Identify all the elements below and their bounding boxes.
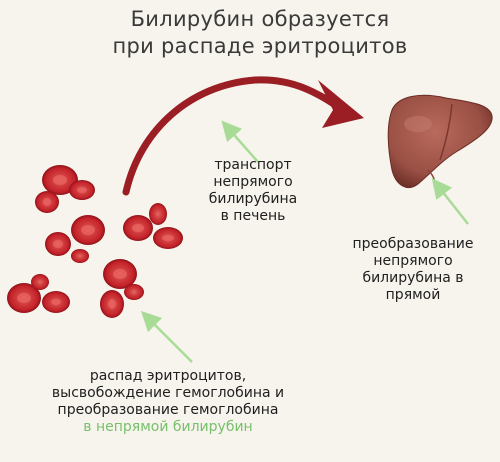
curved-arrow-icon xyxy=(122,76,364,196)
decay-label: распад эритроцитов, высвобождение гемогл… xyxy=(18,368,318,436)
pointer-arrow-icon xyxy=(431,178,469,225)
red-blood-cell-icon xyxy=(31,274,49,290)
red-blood-cell-icon xyxy=(69,180,95,200)
title-line-1: Билирубин образуется xyxy=(130,7,390,31)
pointer-arrow-icon xyxy=(221,120,259,163)
conversion-label-line: прямой xyxy=(385,287,441,303)
red-blood-cell-icon xyxy=(45,232,71,256)
diagram-title: Билирубин образуется при распаде эритроц… xyxy=(40,6,480,60)
red-blood-cell-icon xyxy=(124,284,144,300)
red-blood-cells xyxy=(7,165,183,318)
transport-label-line: непрямого xyxy=(213,174,293,190)
transport-label: транспорт непрямого билирубина в печень xyxy=(188,157,318,225)
red-blood-cell-icon xyxy=(123,215,153,241)
red-blood-cell-icon xyxy=(103,259,137,289)
red-blood-cell-icon xyxy=(100,290,124,318)
red-blood-cell-icon xyxy=(42,165,78,195)
red-blood-cell-icon xyxy=(7,283,41,313)
red-blood-cell-icon xyxy=(149,203,167,225)
pointer-arrow-icon xyxy=(140,310,193,363)
transport-label-line: в печень xyxy=(220,208,286,224)
transport-label-line: билирубина xyxy=(208,191,298,207)
decay-label-line: преобразование гемоглобина xyxy=(57,402,279,418)
red-blood-cell-icon xyxy=(71,215,105,245)
title-line-2: при распаде эритроцитов xyxy=(112,34,408,58)
conversion-label-line: непрямого xyxy=(373,253,453,269)
conversion-label-line: билирубина в xyxy=(362,270,464,286)
red-blood-cell-icon xyxy=(35,191,59,213)
decay-label-line: высвобождение гемоглобина и xyxy=(51,385,285,401)
decay-label-line: распад эритроцитов, xyxy=(89,368,247,384)
decay-label-highlight: в непрямой билирубин xyxy=(83,419,253,435)
red-blood-cell-icon xyxy=(153,227,183,249)
conversion-label: преобразование непрямого билирубина в пр… xyxy=(330,236,496,304)
conversion-label-line: преобразование xyxy=(352,236,474,252)
liver-icon xyxy=(387,94,493,188)
red-blood-cell-icon xyxy=(71,249,89,263)
red-blood-cell-icon xyxy=(42,291,70,313)
transport-label-line: транспорт xyxy=(214,157,292,173)
